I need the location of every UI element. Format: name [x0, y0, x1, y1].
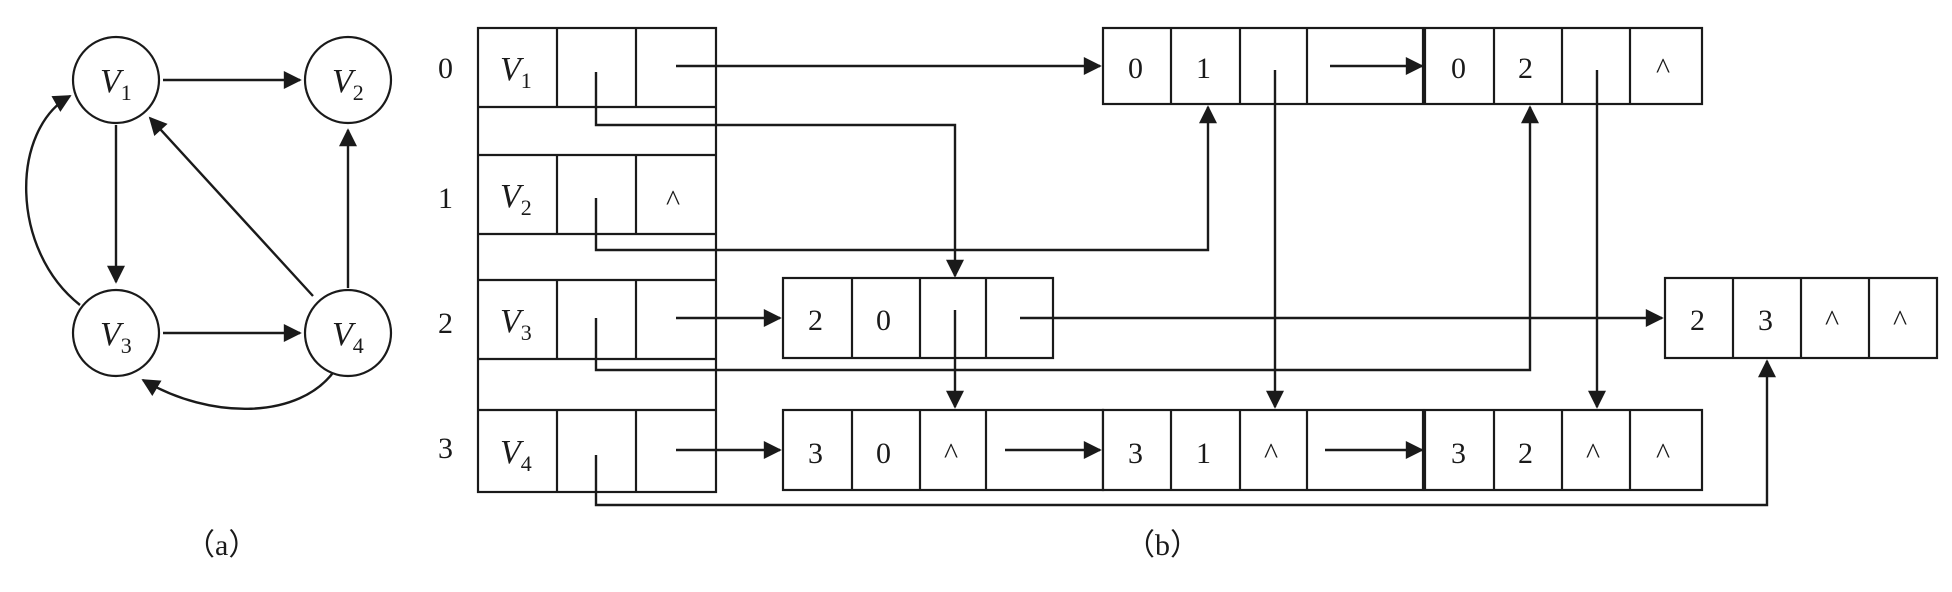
row-index-0: 0: [438, 52, 453, 85]
caption-a: （a）: [185, 529, 258, 562]
ptr-v3-firstin: [594, 105, 1539, 372]
vertex-v3: V3: [71, 288, 161, 378]
svg-text:1: 1: [1196, 437, 1211, 470]
svg-text:3: 3: [808, 437, 823, 470]
svg-text:^: ^: [944, 437, 958, 470]
caption-b: （b）: [1125, 529, 1200, 562]
arc-node-0-2: 0 2 ^: [1423, 26, 1704, 106]
vertex-v2: V2: [303, 35, 393, 125]
svg-text:1: 1: [1196, 52, 1211, 85]
svg-text:2: 2: [1690, 304, 1705, 337]
vertex-v1: V1: [71, 35, 161, 125]
svg-text:^: ^: [1264, 437, 1278, 470]
arc-node-2-0: 2 0: [781, 276, 1055, 360]
svg-text:2: 2: [808, 304, 823, 337]
graph-a: V1 V2 V3 V4 （a）: [24, 35, 393, 562]
svg-text:2: 2: [1518, 52, 1533, 85]
arc-node-2-3: 2 3 ^ ^: [1663, 276, 1939, 360]
svg-text:^: ^: [1586, 437, 1600, 470]
edge-v4-v3: [141, 369, 336, 410]
edge-v3-v1: [24, 94, 81, 306]
ptr-v2-firstin: [594, 105, 1217, 252]
row-index-3: 3: [438, 432, 453, 465]
svg-text:3: 3: [1451, 437, 1466, 470]
svg-text:^: ^: [1656, 437, 1670, 470]
head-v2-firstout-null: ^: [666, 184, 680, 217]
svg-text:^: ^: [1893, 304, 1907, 337]
ptr-v4-firstin: [594, 359, 1776, 507]
svg-text:3: 3: [1758, 304, 1773, 337]
row-index-2: 2: [438, 307, 453, 340]
svg-text:0: 0: [876, 437, 891, 470]
head-vertex-v2: V2: [500, 178, 532, 220]
svg-text:0: 0: [876, 304, 891, 337]
svg-text:0: 0: [1451, 52, 1466, 85]
svg-text:^: ^: [1656, 52, 1670, 85]
row-index-1: 1: [438, 182, 453, 215]
svg-text:2: 2: [1518, 437, 1533, 470]
ptr-v1-firstin: [594, 72, 964, 278]
edge-v4-v1: [148, 116, 314, 297]
vertex-v4: V4: [303, 288, 393, 378]
svg-text:^: ^: [1825, 304, 1839, 337]
orthogonal-list-b: 0 1 2 3 V1 V2 V3 V4 ^: [438, 26, 1939, 562]
svg-text:0: 0: [1128, 52, 1143, 85]
arc-node-3-2: 3 2 ^ ^: [1423, 408, 1704, 492]
svg-text:3: 3: [1128, 437, 1143, 470]
